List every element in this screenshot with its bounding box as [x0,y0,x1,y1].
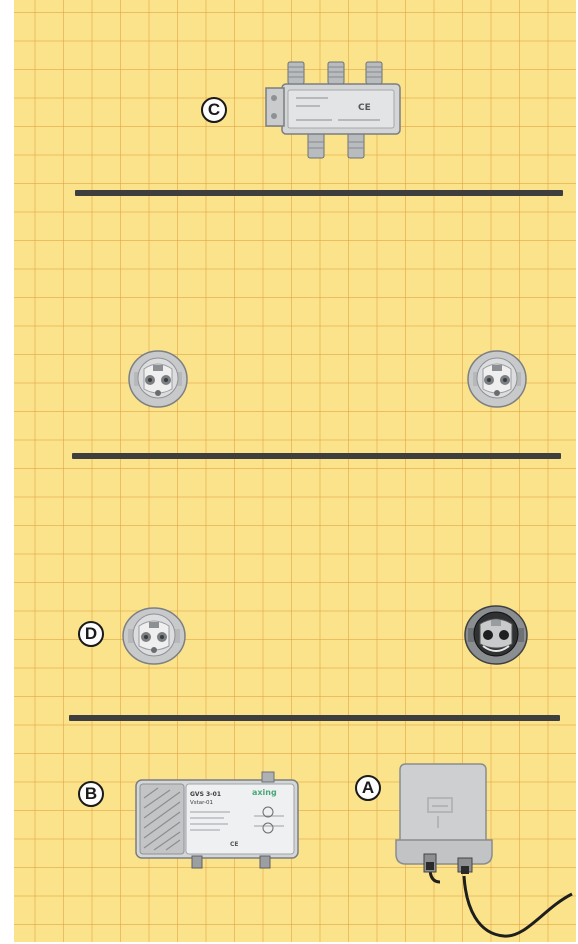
wall-socket-left-upper [126,345,190,411]
floor-divider-3 [69,715,560,721]
amplifier-type: Vstar-01 [190,800,213,806]
left-margin [0,0,14,944]
amplifier-brand: axing [252,788,277,797]
callout-a: A [355,775,381,801]
wall-socket-right-upper [465,345,529,411]
antenna-with-cable [386,758,576,944]
callout-b: B [78,781,104,807]
wall-socket-left-lower [120,602,188,668]
wall-socket-right-lower-open [461,600,531,668]
floor-divider-1 [75,190,563,196]
floor-divider-2 [72,453,561,459]
splitter-ce-mark: CE [358,103,371,113]
amplifier-model: GVS 3-01 [190,791,221,798]
house-amplifier: GVS 3-01 Vstar-01 axing CE [134,770,302,872]
amplifier-ce-mark: CE [230,841,239,848]
callout-d: D [78,621,104,647]
callout-c: C [201,97,227,123]
splitter: CE [262,58,408,164]
